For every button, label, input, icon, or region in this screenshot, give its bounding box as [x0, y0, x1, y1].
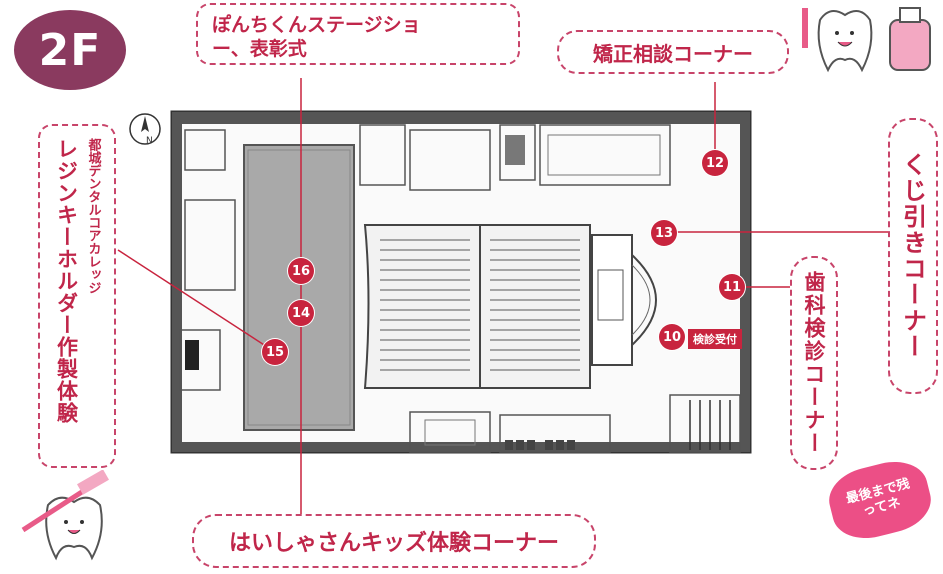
keyholder-callout: 都城デンタルコアカレッジ レジンキーホルダー作製体験 [38, 124, 116, 468]
tooth-mascot-icon [790, 0, 940, 80]
stage-show-callout: ぽんちくんステージショー、表彰式 [196, 3, 520, 65]
keyholder-org-label: 都城デンタルコアカレッジ [85, 138, 101, 294]
stage-show-label: ぽんちくんステージショー、表彰式 [212, 14, 421, 60]
marker-10: 10 [659, 324, 685, 350]
floor-badge: 2F [14, 10, 126, 90]
compass-icon: N [128, 112, 162, 146]
toothbrush-mascot-icon [18, 469, 138, 570]
lottery-callout: くじ引きコーナー [888, 118, 938, 394]
marker-16: 16 [288, 258, 314, 284]
orthodontic-callout: 矯正相談コーナー [557, 30, 789, 74]
stamp-text: 最後まで残ってネ [844, 476, 912, 520]
marker-14: 14 [288, 300, 314, 326]
dental-checkup-callout: 歯科検診コーナー [790, 256, 838, 470]
kids-callout: はいしゃさんキッズ体験コーナー [192, 514, 596, 568]
dental-checkup-label: 歯科検診コーナー [802, 271, 826, 455]
kids-label: はいしゃさんキッズ体験コーナー [228, 531, 559, 556]
reception-label: 検診受付 [688, 329, 742, 349]
marker-11: 11 [719, 274, 745, 300]
marker-12: 12 [702, 150, 728, 176]
keyholder-label: レジンキーホルダー作製体験 [54, 138, 79, 424]
marker-15: 15 [262, 339, 288, 365]
compass-label: N [146, 136, 153, 146]
orthodontic-label: 矯正相談コーナー [593, 41, 753, 66]
lottery-label: くじ引きコーナー [898, 152, 927, 360]
marker-13: 13 [651, 220, 677, 246]
